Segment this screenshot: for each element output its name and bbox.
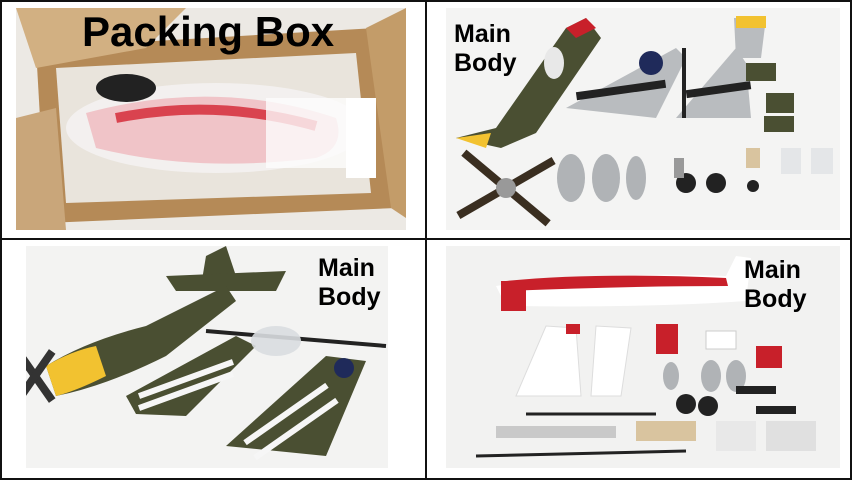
packing-box-caption: Packing Box: [82, 8, 335, 55]
main-body-parts-photo-red: [446, 246, 840, 468]
packing-box-photo: [16, 8, 406, 230]
main-body-parts-photo-olive: [446, 8, 840, 230]
grid-line: [0, 238, 852, 240]
grid-line: [0, 478, 852, 480]
main-body-caption-bottom-right: Main Body: [744, 256, 807, 313]
main-body-assembly-photo-olive: [26, 246, 388, 468]
grid-line: [850, 0, 852, 480]
main-body-caption-top-right: Main Body: [454, 20, 517, 77]
grid-line: [0, 0, 852, 2]
main-body-caption-bottom-left: Main Body: [318, 254, 381, 311]
grid-line: [0, 0, 2, 480]
grid-line: [425, 0, 427, 480]
